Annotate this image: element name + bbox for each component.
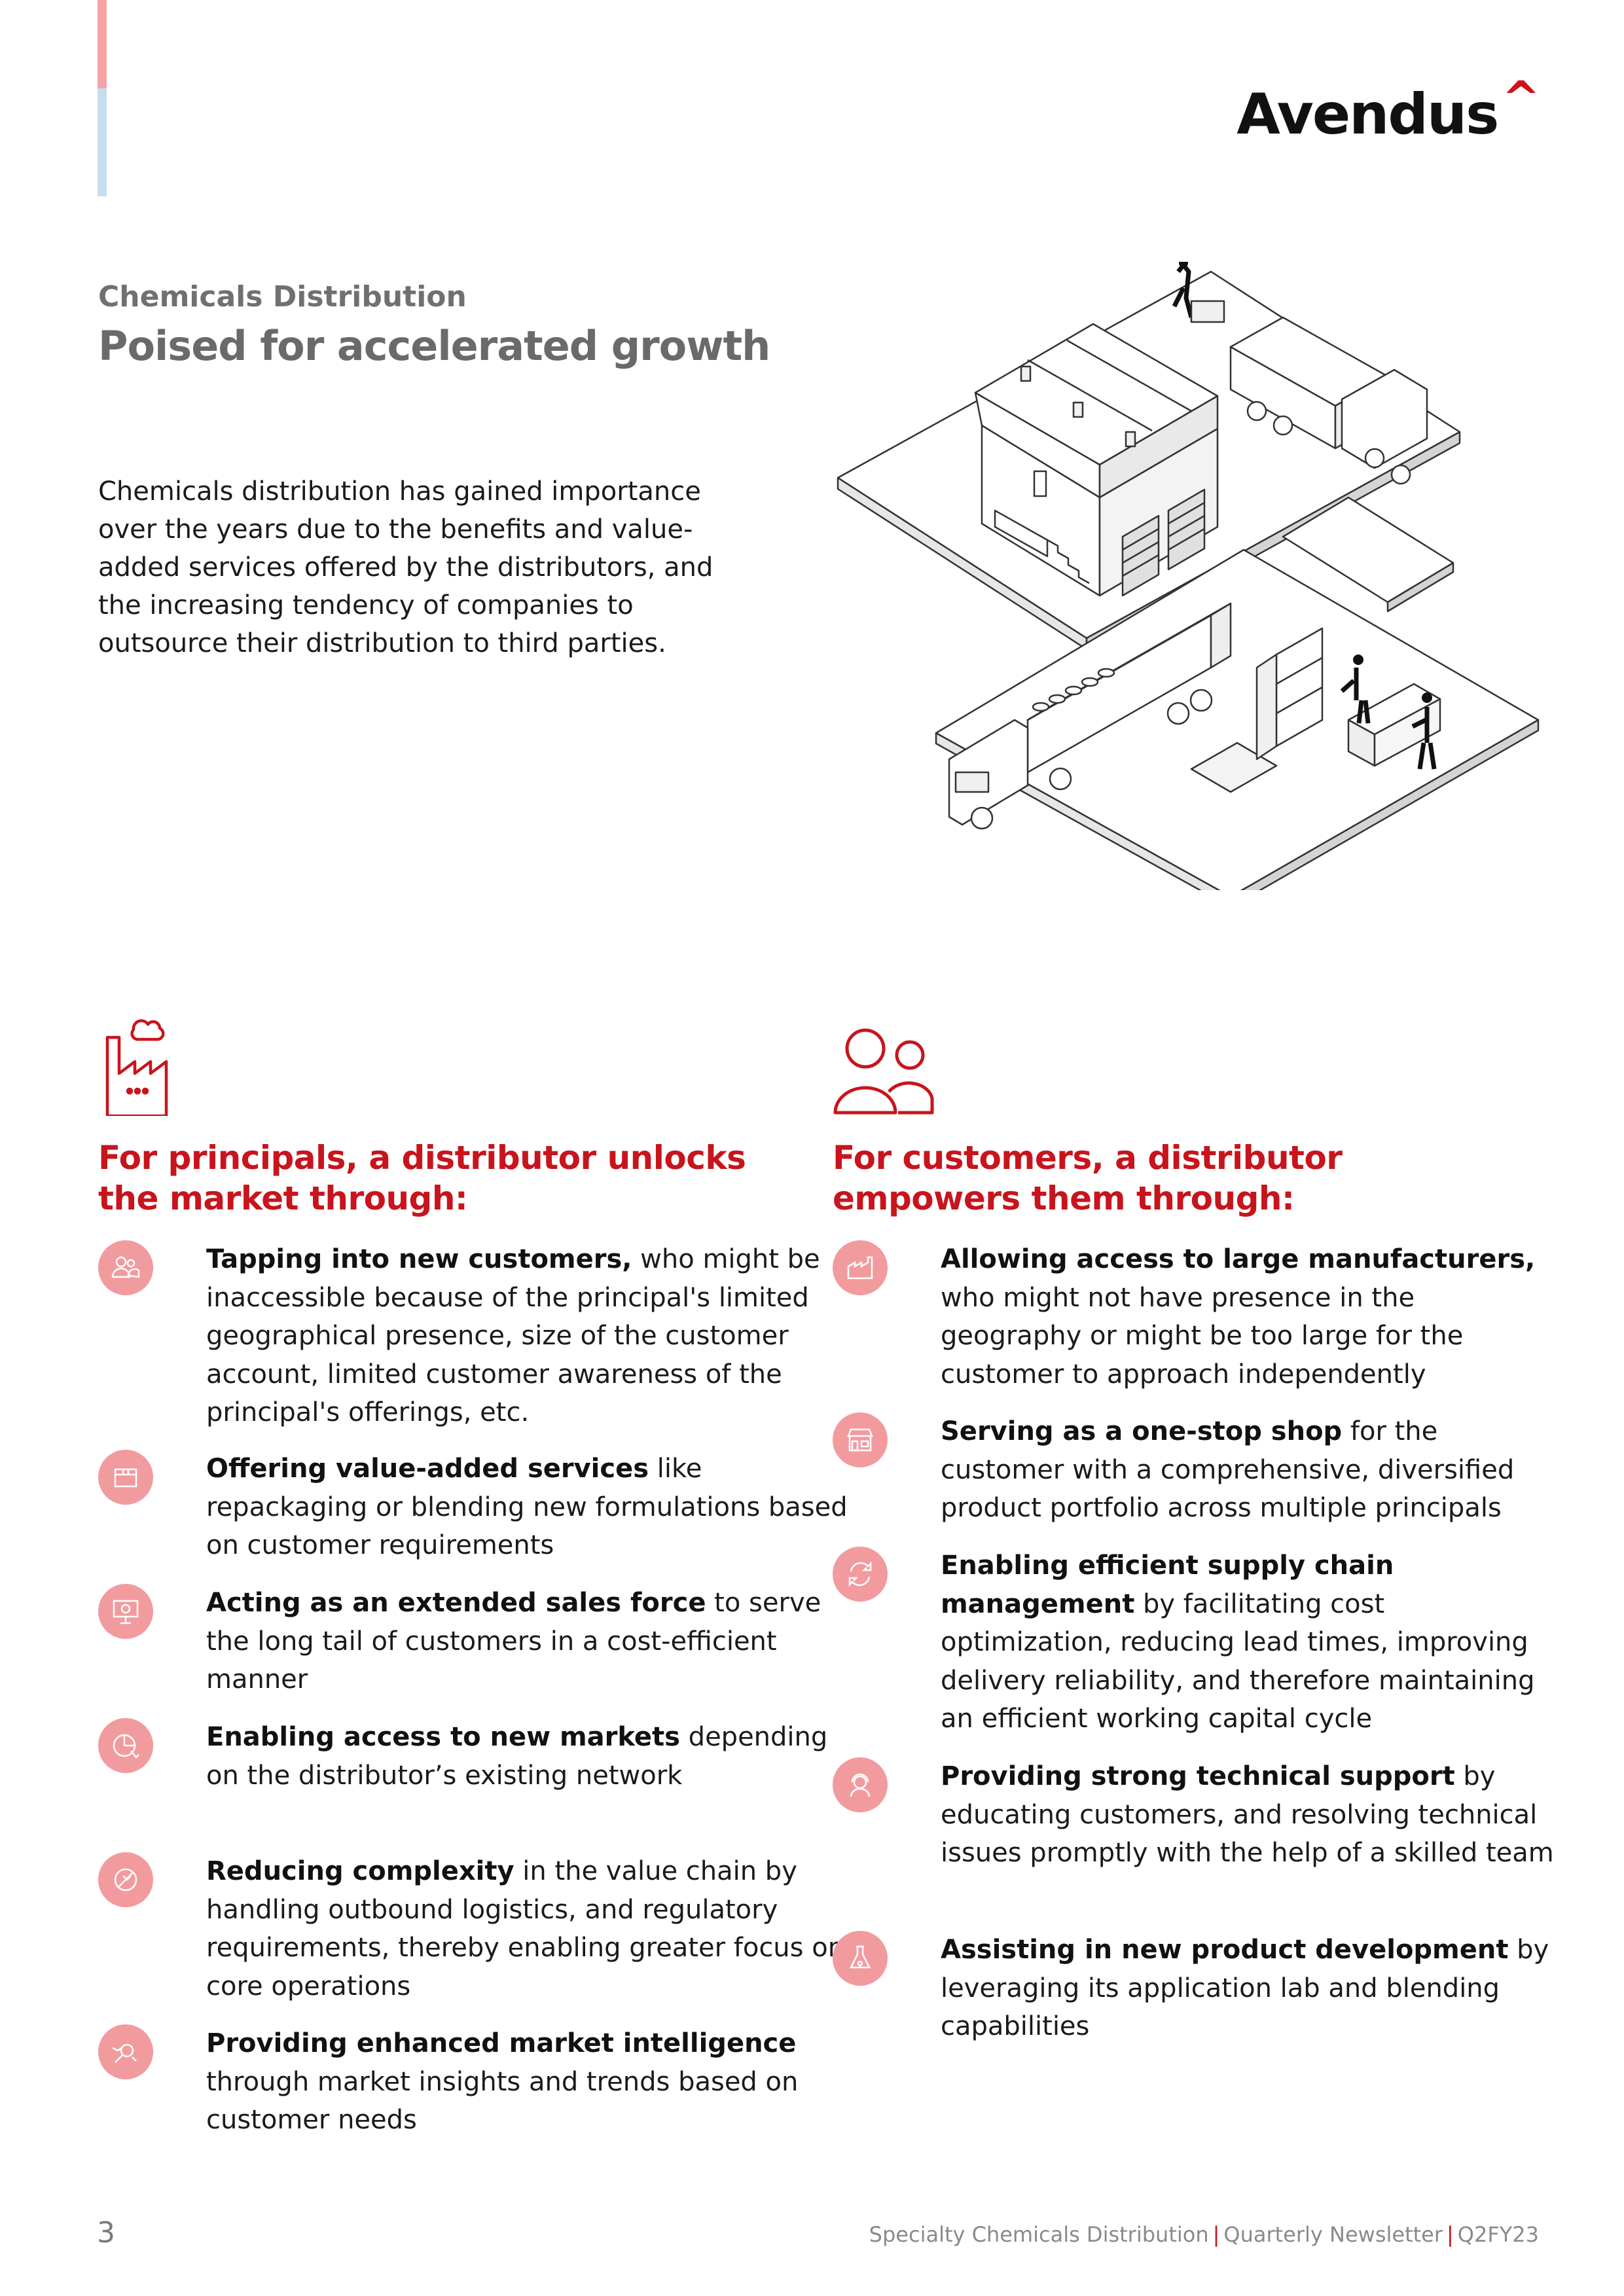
principal-benefit-text: Offering value-added services like repac…: [206, 1454, 848, 1560]
section-eyebrow: Chemicals Distribution: [98, 280, 467, 314]
principal-benefit-text: Enabling access to new markets depending…: [206, 1722, 828, 1791]
customer-benefit-text: Allowing access to large manufacturers, …: [941, 1244, 1536, 1390]
accent-bar-top: [98, 0, 107, 88]
customer-benefit-text: Enabling efficient supply chain manageme…: [941, 1551, 1535, 1734]
support-icon: [833, 1757, 888, 1812]
factory-icon: [105, 1019, 168, 1116]
warehouse-illustration: [837, 262, 1540, 890]
principal-benefit-text: Acting as an extended sales force to ser…: [206, 1588, 821, 1695]
logo-text: Avendus: [1236, 82, 1499, 147]
footer-period: Q2FY23: [1457, 2222, 1539, 2247]
manufacturer-icon: [833, 1240, 888, 1295]
customer-benefit-text: Serving as a one-stop shop for the custo…: [941, 1416, 1515, 1523]
page-number: 3: [97, 2216, 115, 2250]
footer-publication: Specialty Chemicals Distribution: [869, 2222, 1209, 2247]
page-title: Poised for accelerated growth: [98, 322, 770, 370]
customer-benefit-text: Providing strong technical support by ed…: [941, 1761, 1554, 1868]
accent-bar-bottom: [98, 88, 107, 196]
customers-heading: For customers, a distributor empowers th…: [833, 1139, 1343, 1217]
principals-heading: For principals, a distributor unlocks th…: [98, 1139, 746, 1217]
box-icon: [98, 1450, 153, 1505]
insight-icon: [98, 2024, 153, 2079]
presentation-icon: [98, 1584, 153, 1639]
cycle-icon: [833, 1547, 888, 1602]
footer-text: Specialty Chemicals Distribution|Quarter…: [869, 2222, 1539, 2247]
footer-series: Quarterly Newsletter: [1223, 2222, 1443, 2247]
logo-caret: ^: [1502, 71, 1540, 125]
intro-paragraph: Chemicals distribution has gained import…: [98, 476, 713, 658]
principal-benefit-text: Providing enhanced market intelligence t…: [206, 2028, 799, 2135]
market-pie-icon: [98, 1718, 153, 1773]
customer-benefit-text: Assisting in new product development by …: [941, 1935, 1549, 2041]
principal-benefit-text: Reducing complexity in the value chain b…: [206, 1856, 845, 2001]
lab-icon: [833, 1931, 888, 1986]
footer-separator: |: [1447, 2222, 1454, 2247]
people-icon: [833, 1028, 934, 1115]
simplify-icon: [98, 1852, 153, 1907]
shop-icon: [833, 1412, 888, 1467]
footer-separator: |: [1212, 2222, 1220, 2247]
avendus-logo: Avendus^: [1236, 71, 1540, 147]
principal-benefit-text: Tapping into new customers, who might be…: [206, 1244, 820, 1427]
customers-icon: [98, 1240, 153, 1295]
